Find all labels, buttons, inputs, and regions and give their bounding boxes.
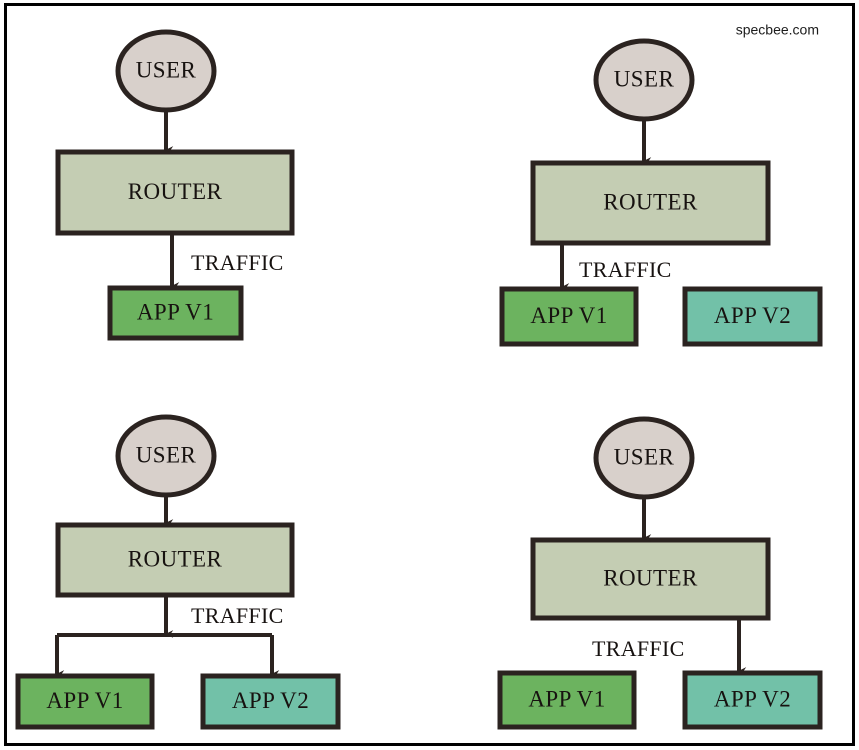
user-label: USER: [614, 444, 675, 469]
user-ellipse: [115, 414, 217, 498]
user-node[interactable]: USER: [593, 416, 695, 500]
app-label: APP V1: [137, 299, 214, 324]
user-node[interactable]: USER: [115, 414, 217, 498]
user-label: USER: [136, 442, 197, 467]
app-label: APP V2: [714, 686, 791, 711]
app-label: APP V1: [46, 688, 123, 713]
app-node-app-v1[interactable]: APP V1: [107, 285, 244, 341]
user-label: USER: [614, 66, 675, 91]
panel-deploy-v2-idle: USER ROUTER TRAFFIC APP V1 APP V2: [499, 38, 823, 347]
user-label: USER: [136, 57, 197, 82]
user-ellipse: [593, 416, 695, 500]
panel-traffic-split: USER ROUTER TRAFFIC APP V1 APP V2: [15, 414, 341, 730]
router-node[interactable]: ROUTER: [55, 522, 295, 598]
app-node-app-v2[interactable]: APP V2: [682, 670, 823, 730]
app-label: APP V2: [714, 303, 791, 328]
app-label: APP V2: [232, 688, 309, 713]
user-ellipse: [593, 38, 695, 122]
app-box: [107, 285, 244, 341]
traffic-label: TRAFFIC: [579, 257, 672, 282]
app-box: [682, 670, 823, 730]
app-box: [200, 673, 341, 730]
panel-single-version: USER ROUTER TRAFFIC APP V1: [55, 29, 295, 341]
user-node[interactable]: USER: [115, 29, 217, 113]
router-label: ROUTER: [128, 179, 223, 204]
app-box: [682, 286, 823, 347]
app-node-app-v1[interactable]: APP V1: [497, 670, 637, 730]
traffic-label: TRAFFIC: [191, 603, 284, 628]
user-node[interactable]: USER: [593, 38, 695, 122]
watermark-specbee: specbee.com: [736, 22, 819, 38]
router-box: [55, 149, 295, 236]
router-label: ROUTER: [128, 546, 223, 571]
router-box: [55, 522, 295, 598]
router-node[interactable]: ROUTER: [530, 160, 771, 246]
panels-layer: USER ROUTER TRAFFIC APP V1 USER ROUTER TRAFFIC…: [15, 29, 823, 730]
app-node-app-v1[interactable]: APP V1: [499, 286, 639, 347]
traffic-label: TRAFFIC: [191, 250, 284, 275]
router-node[interactable]: ROUTER: [530, 537, 771, 621]
diagram-frame: [4, 3, 855, 746]
router-label: ROUTER: [603, 565, 698, 590]
app-node-app-v2[interactable]: APP V2: [682, 286, 823, 347]
app-box: [499, 286, 639, 347]
user-ellipse: [115, 29, 217, 113]
traffic-label: TRAFFIC: [592, 636, 685, 661]
panel-cutover-v2: USER ROUTER TRAFFIC APP V1 APP V2: [497, 416, 823, 730]
app-node-app-v2[interactable]: APP V2: [200, 673, 341, 730]
app-label: APP V1: [528, 686, 605, 711]
router-label: ROUTER: [603, 189, 698, 214]
app-box: [15, 673, 155, 730]
app-box: [497, 670, 637, 730]
app-label: APP V1: [530, 303, 607, 328]
app-node-app-v1[interactable]: APP V1: [15, 673, 155, 730]
router-node[interactable]: ROUTER: [55, 149, 295, 236]
